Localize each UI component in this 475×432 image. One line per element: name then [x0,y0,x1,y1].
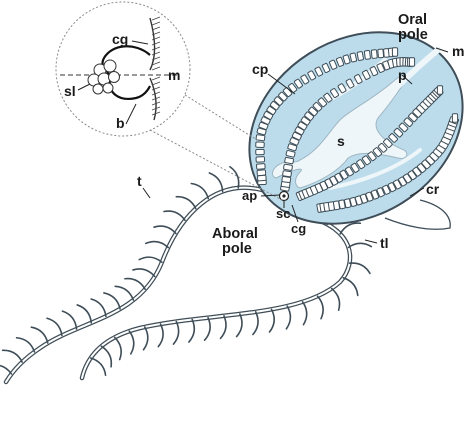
tentillum [209,173,222,192]
tentillum [237,314,242,337]
tentillum [158,324,163,347]
tentillum [3,350,23,362]
tentillum [17,338,35,352]
label-cg-body: cg [291,221,306,236]
comb-plate [364,50,370,59]
label-ap: ap [242,188,257,203]
tentillum [115,286,133,300]
tentillum [173,322,178,345]
tentillum [286,306,290,329]
oral-pole-label-line2: pole [398,27,428,43]
tentillum [129,331,133,354]
comb-plate [256,149,264,154]
apical-organ-inset [56,2,282,200]
aboral-pole-label-line1: Aboral [212,226,258,242]
comb-plate [392,48,397,56]
tentillum [220,316,226,339]
label-m-body: m [452,43,464,59]
label-cp: cp [252,61,268,77]
tentillum [115,337,122,359]
tentillum [269,309,274,332]
tentacle-upper-core [6,188,262,382]
tentillum [191,183,208,198]
comb-plate [378,49,384,58]
tentillum [332,289,340,311]
tentillum [348,243,371,247]
comb-plate [256,142,265,148]
comb-plate [283,164,292,170]
comb-plate [452,114,457,122]
tentillum [146,242,168,248]
tentillum [350,263,370,273]
tentillum [104,293,120,309]
tentillum [343,278,357,296]
aboral-pole-label-line2: pole [222,241,252,257]
tentillum [189,319,194,342]
tentillum [303,302,307,325]
tentillum [47,318,62,335]
comb-plate [371,50,377,59]
tentillum [133,269,155,277]
tentillum [176,197,196,209]
tentillum [62,311,76,329]
statolith-dot [282,194,285,197]
label-m-inset: m [168,67,180,83]
inset-leader-top [185,95,262,143]
tentillum [318,296,324,319]
tentillum [230,167,239,188]
label-s: s [337,133,345,149]
label-sc: sc [276,206,290,221]
tentillum [91,299,106,316]
comb-plate [285,157,294,164]
label-tl: tl [380,235,389,251]
label-b: b [116,115,125,131]
comb-plate [437,86,442,94]
tentillum [101,346,111,367]
tentillum [253,312,258,335]
tentillum [340,223,360,234]
label-cr: cr [426,181,440,197]
comb-plate [409,58,414,66]
tentillum [31,327,47,343]
comb-plate [283,171,292,177]
tentillum [144,327,148,350]
label-sl: sl [64,83,76,99]
tentillum [125,279,145,290]
label-p: p [398,67,407,83]
comb-plate [257,170,266,176]
tentillum [164,211,185,220]
comb-plate [357,51,364,60]
label-t: t [137,173,142,189]
oral-pole-label-line1: Oral [398,12,427,28]
tentillum [205,318,211,341]
tentillum [0,365,11,374]
comb-plate [282,176,291,182]
tentillum [154,226,176,233]
tentillum [91,358,106,375]
tentillum [77,305,91,323]
label-cg-inset: cg [112,31,128,47]
comb-plate [256,157,265,163]
tentillum [139,257,162,262]
comb-plate [256,163,265,169]
tentacle-upper [6,188,262,382]
ctenophore-body [214,0,475,263]
